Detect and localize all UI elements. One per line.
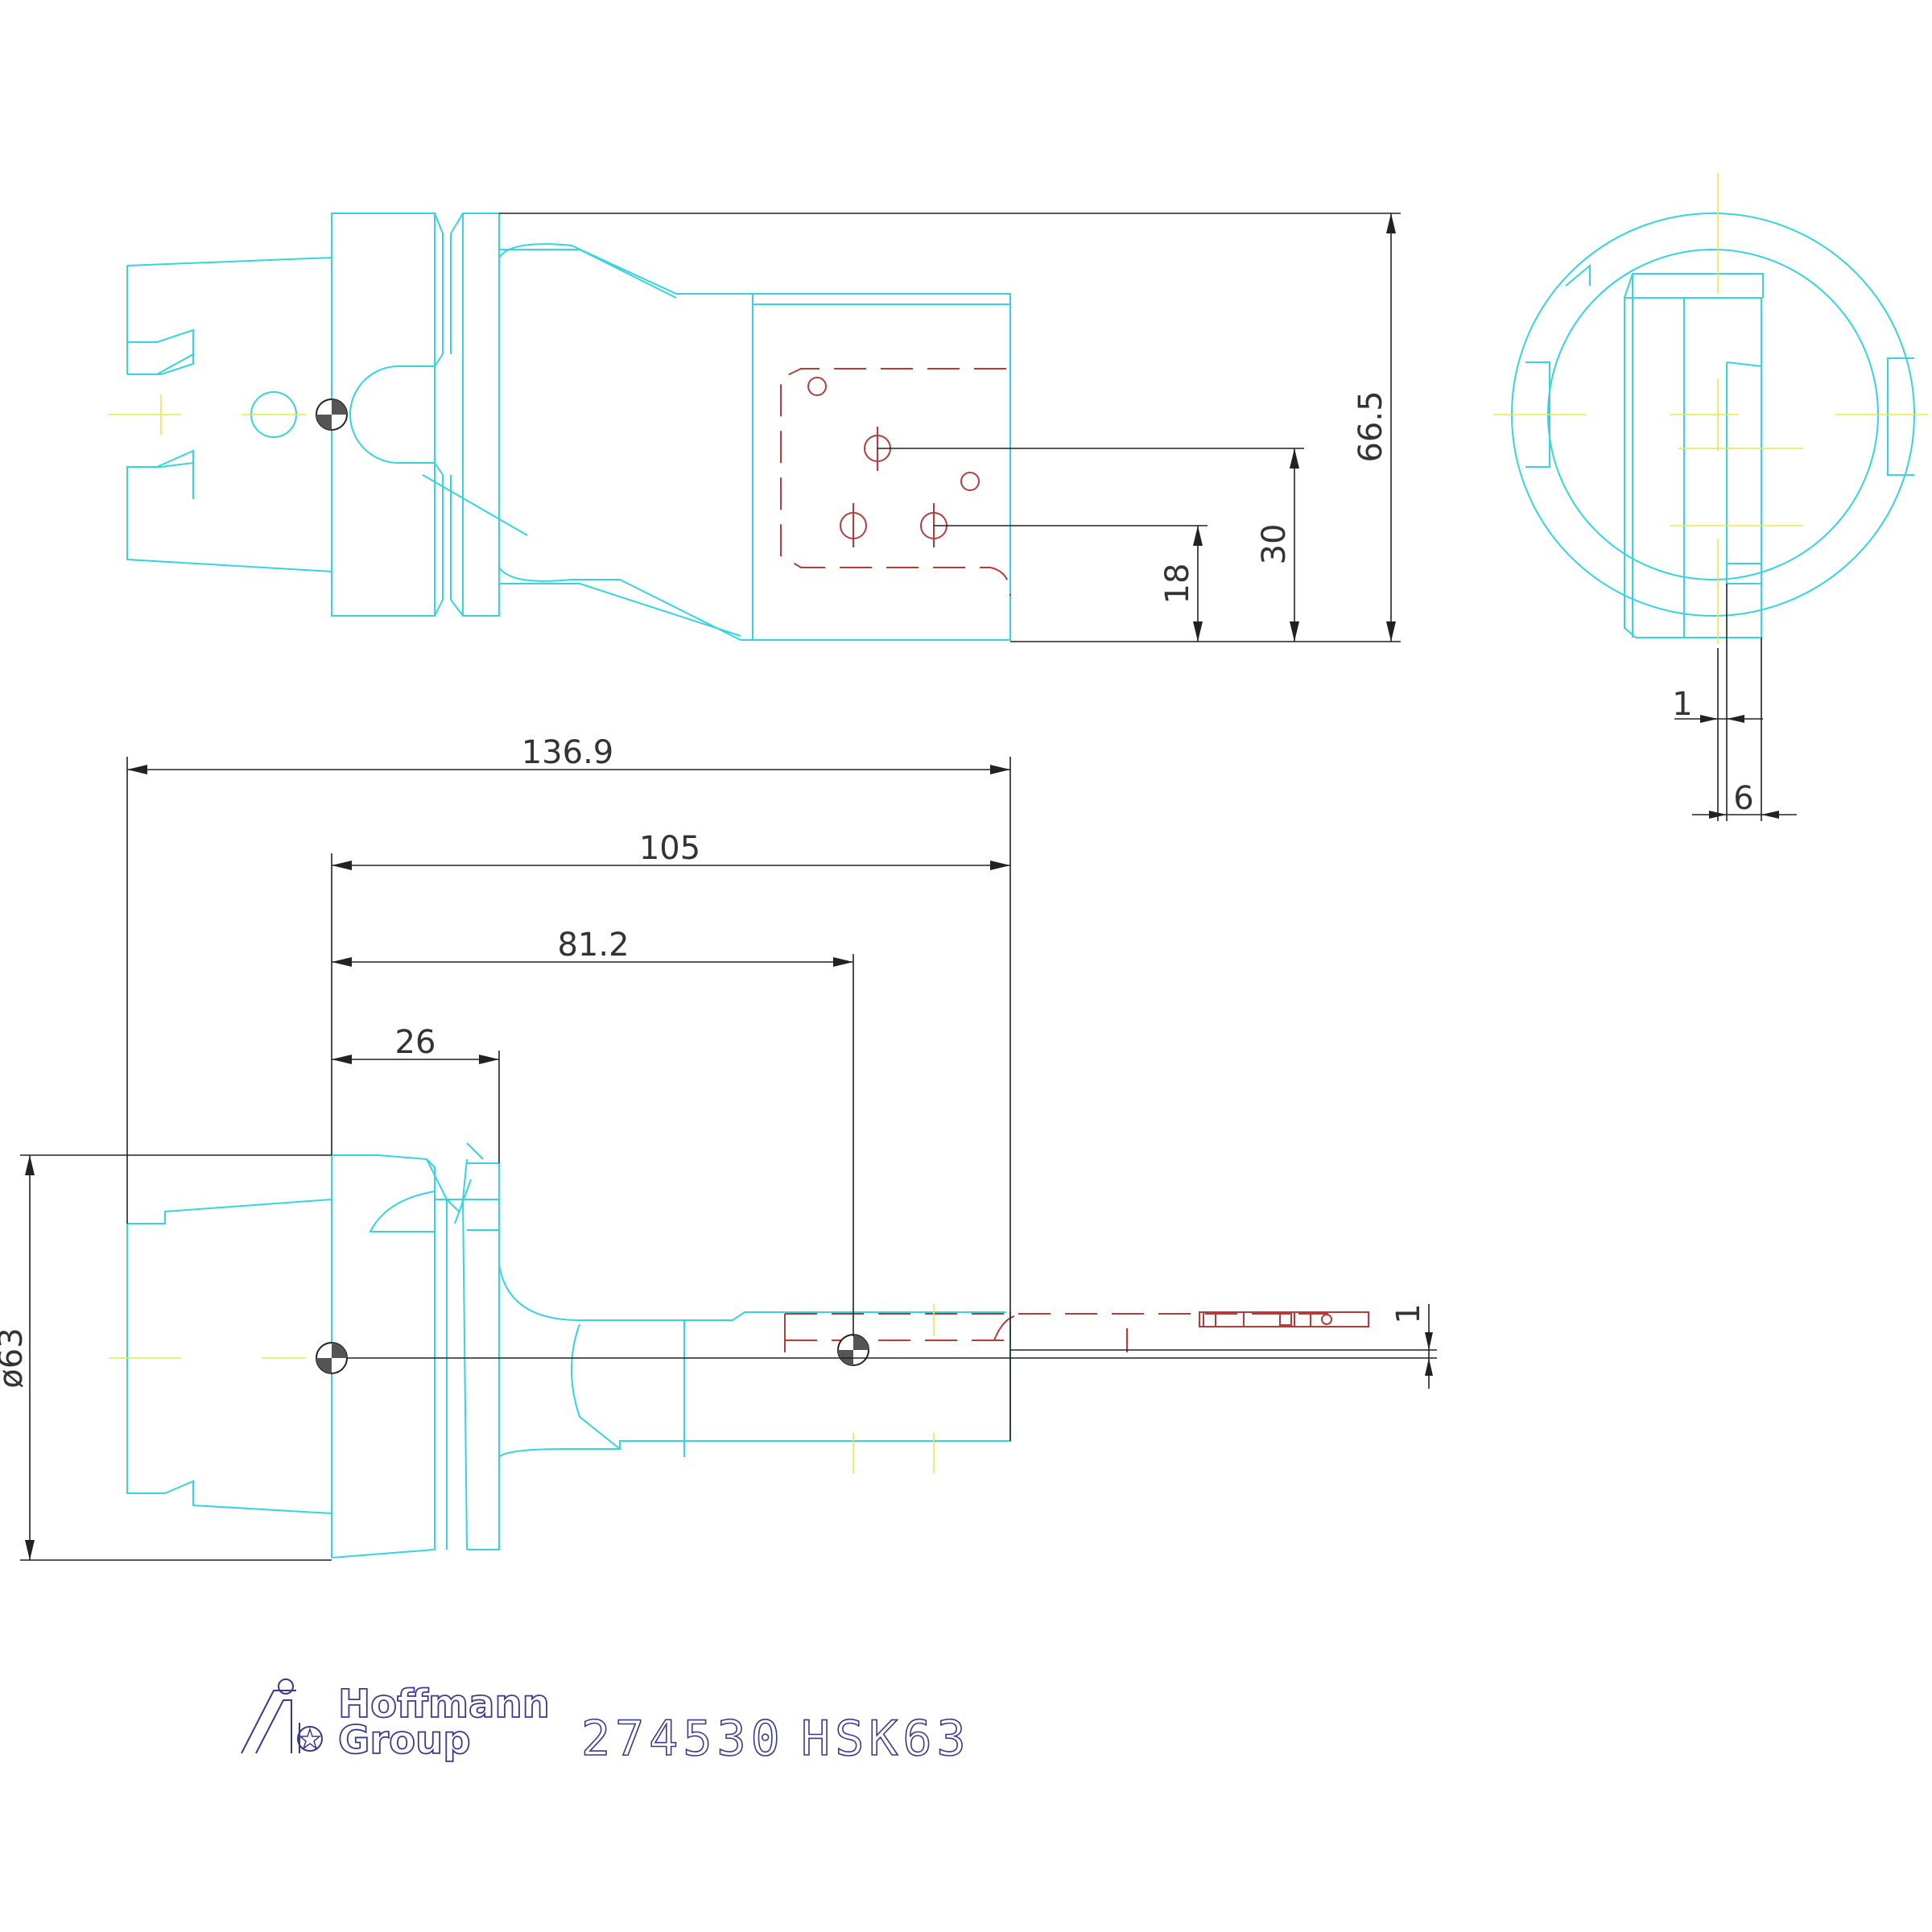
front-shank [126,1199,332,1514]
top-body-lower2 [499,583,741,637]
front-view: 136.9 105 81.2 26 ø63 1 [0,734,1437,1561]
dim-18-text: 18 [1159,564,1196,605]
end-key-top [1565,263,1591,287]
dim-105-text: 105 [639,830,700,867]
top-body-upper2 [499,249,677,299]
dim-end-1-text: 1 [1672,686,1692,723]
front-body-lower [498,1312,1011,1497]
top-hatch-line [422,474,528,536]
top-main-block [752,293,1011,641]
top-body-lower [498,567,1010,641]
top-hidden-hole-2 [960,472,980,491]
front-reference-symbol [316,1342,348,1374]
end-view: 1 6 [1493,173,1928,821]
dim-81-2-text: 81.2 [557,927,629,964]
front-groove [426,1158,500,1550]
front-body-upper [498,1263,1006,1321]
end-key-right [1887,357,1914,476]
top-hidden-hole-1 [807,377,827,396]
top-reference-symbol [316,398,348,431]
dim-30-text: 30 [1256,524,1293,565]
top-view: 66.5 30 18 [109,213,1401,642]
front-hidden-bore-end [784,1314,1128,1352]
top-hidden-pocket [780,368,1011,597]
front-hidden-pin [1199,1311,1369,1327]
dim-66-5-text: 66.5 [1352,390,1389,462]
front-hole-symbol [837,1334,869,1366]
dim-end-6-text: 6 [1733,780,1753,817]
top-groove-2 [450,213,500,617]
top-body-upper [498,243,1010,295]
hoffmann-logo: Hoffmann Group [241,1678,551,1764]
front-body-curve [571,1323,621,1450]
dim-offset-1-text: 1 [1390,1303,1427,1323]
top-groove-arc [349,365,435,464]
top-shank-slot [127,330,194,499]
dim-136-9-text: 136.9 [522,734,614,771]
end-block-top [1624,273,1764,299]
front-flange-arc [369,1191,436,1232]
dim-63-text: ø63 [0,1327,30,1388]
front-groove-slant [446,1142,484,1224]
part-number: 274530 [581,1711,785,1767]
front-flange [331,1154,436,1558]
dim-26-text: 26 [395,1024,436,1061]
top-groove-1 [434,213,444,617]
tool-name: HSK63 [801,1711,971,1767]
logo-line2: Group [338,1718,471,1763]
end-block [1624,297,1762,638]
front-hidden-bore [785,1313,1328,1341]
logo-line1: Hoffmann [338,1682,550,1727]
end-slot [1726,361,1762,584]
title-block: Hoffmann Group 274530 HSK63 [241,1678,971,1768]
